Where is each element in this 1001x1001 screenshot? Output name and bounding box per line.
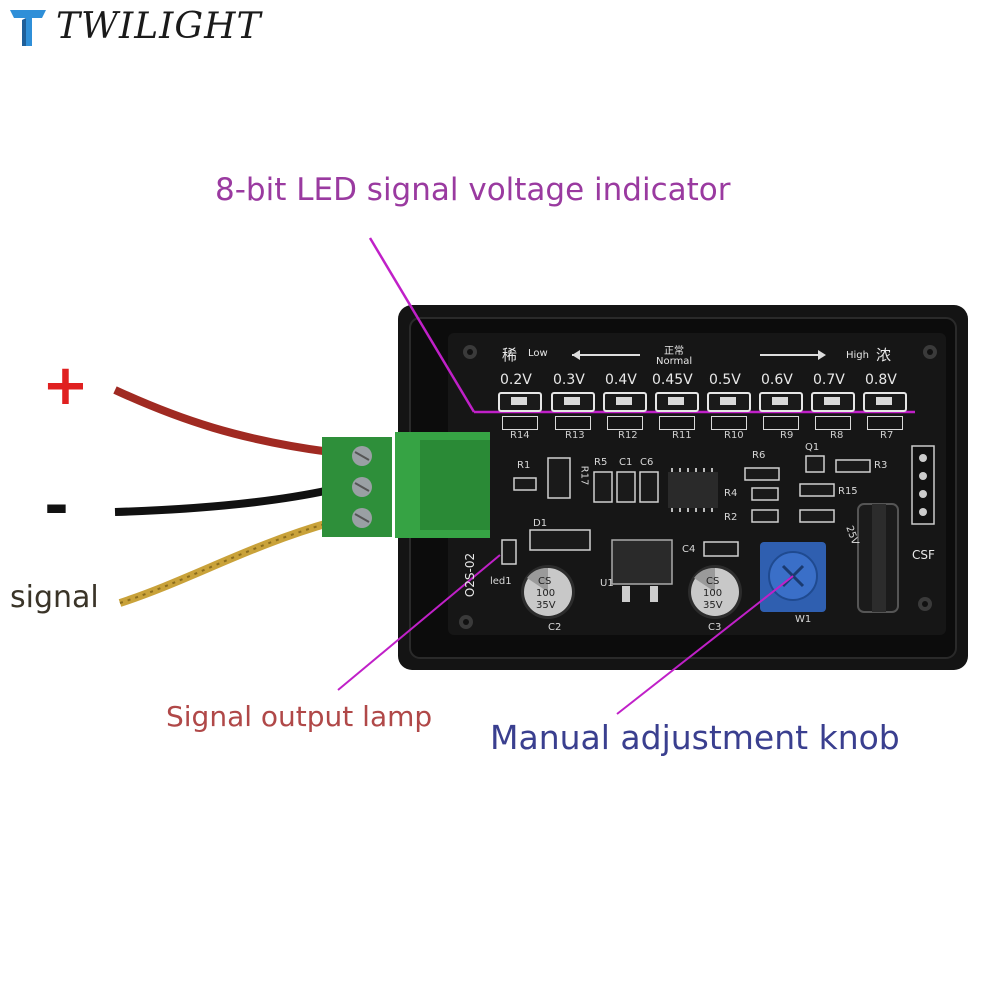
red-wire: [113, 386, 331, 456]
signal-wire-label: signal: [10, 580, 99, 615]
part-label: Q1: [805, 442, 820, 453]
resistor-pad: [815, 416, 851, 430]
capacitor-c3: [688, 565, 742, 619]
output-lamp-callout: Signal output lamp: [166, 700, 433, 733]
part-label: R6: [752, 450, 766, 461]
indicator-led: [863, 392, 907, 412]
board-id: O2S-02: [463, 552, 478, 598]
voltage-label: 0.45V: [652, 372, 693, 388]
part-label: C4: [682, 544, 696, 555]
ic-chip: [668, 472, 718, 508]
resistor-pad: [763, 416, 799, 430]
resistor-pad: [502, 416, 538, 430]
u1-label: U1: [600, 578, 614, 589]
indicator-led: [498, 392, 542, 412]
resistor-label: R14: [510, 430, 530, 441]
part-label: C1: [619, 457, 633, 468]
resistor-pad: [867, 416, 903, 430]
plus-wire-label: +: [42, 353, 89, 418]
regulator-u1: [611, 539, 673, 585]
voltage-label: 0.4V: [605, 372, 637, 388]
indicator-led: [603, 392, 647, 412]
resistor-pad: [659, 416, 695, 430]
resistor-label: R8: [830, 430, 844, 441]
resistor-pad: [555, 416, 591, 430]
cap-right-ref: C3: [708, 622, 722, 633]
part-label: R2: [724, 512, 738, 523]
part-label: R5: [594, 457, 608, 468]
voltage-label: 0.2V: [500, 372, 532, 388]
resistor-label: R13: [565, 430, 585, 441]
lamp-callout-line: [337, 554, 501, 691]
letter-t-logo-icon: [10, 10, 46, 46]
cap-left-volt: 35V: [536, 600, 556, 611]
brand-logo: TWILIGHT: [8, 6, 262, 48]
resistor-pad: [711, 416, 747, 430]
indicator-led: [759, 392, 803, 412]
indicator-led: [551, 392, 595, 412]
cap-right-value: 100: [703, 588, 723, 599]
part-label: C6: [640, 457, 654, 468]
part-label: R15: [838, 486, 858, 497]
resistor-label: R12: [618, 430, 638, 441]
voltage-label: 0.7V: [813, 372, 845, 388]
normal-cn-label: 正常: [664, 346, 684, 357]
resistor-label: R7: [880, 430, 894, 441]
part-label: R17: [578, 465, 590, 486]
voltage-label: 0.6V: [761, 372, 793, 388]
brand-name: TWILIGHT: [56, 6, 262, 47]
resistor-label: R10: [724, 430, 744, 441]
minus-wire-label: -: [44, 471, 69, 541]
signal-wire: [118, 518, 334, 607]
cap-left-value: 100: [536, 588, 556, 599]
part-label: R3: [874, 460, 888, 471]
led-callout-line: [368, 237, 476, 413]
part-label: R4: [724, 488, 738, 499]
high-cn-label: 浓: [876, 346, 892, 364]
indicator-led: [811, 392, 855, 412]
voltage-label: 0.3V: [553, 372, 585, 388]
d1-label: D1: [533, 518, 548, 529]
cap-left-ref: C2: [548, 622, 562, 633]
indicator-led: [655, 392, 699, 412]
resistor-label: R9: [780, 430, 794, 441]
adjust-knob-callout: Manual adjustment knob: [490, 718, 900, 757]
csf-label: CSF: [912, 548, 935, 562]
low-cn-label: 稀: [502, 346, 518, 364]
knob-callout-line: [616, 575, 794, 715]
w1-label: W1: [795, 614, 812, 625]
low-label: Low: [528, 348, 548, 359]
resistor-pad: [607, 416, 643, 430]
cap-right-brand: CS: [706, 576, 720, 587]
led-indicator-callout: 8-bit LED signal voltage indicator: [215, 172, 731, 208]
voltage-label: 0.8V: [865, 372, 897, 388]
cap-left-brand: CS: [538, 576, 552, 587]
high-label: High: [846, 350, 869, 361]
normal-label: Normal: [656, 356, 693, 367]
led-label: led1: [490, 576, 512, 587]
capacitor-c2: [521, 565, 575, 619]
cap-right-volt: 35V: [703, 600, 723, 611]
part-label: R1: [517, 460, 531, 471]
black-wire: [114, 486, 331, 516]
voltage-label: 0.5V: [709, 372, 741, 388]
resistor-label: R11: [672, 430, 692, 441]
indicator-led: [707, 392, 751, 412]
